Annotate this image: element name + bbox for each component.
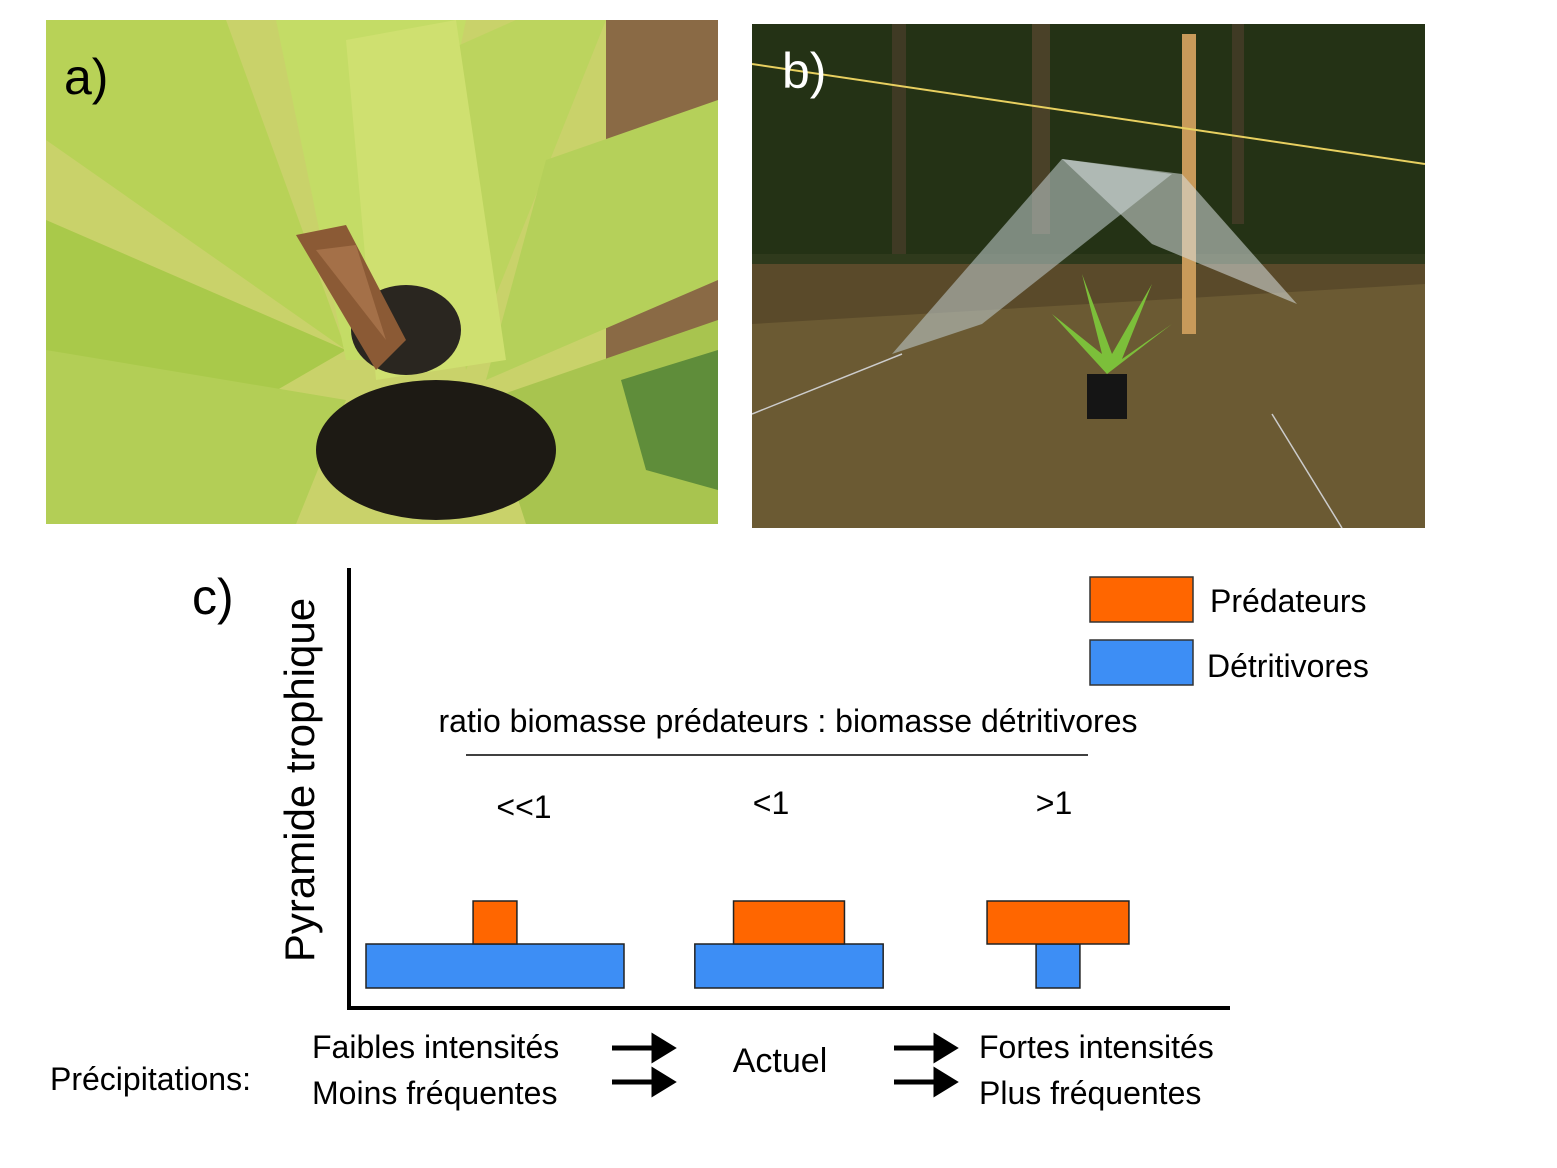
legend-label-predateurs: Prédateurs [1210, 583, 1367, 619]
precip-right-line2: Plus fréquentes [979, 1075, 1201, 1111]
y-axis-label: Pyramide trophique [276, 598, 323, 962]
bar-detritivores-2 [695, 944, 883, 988]
legend-swatch-detritivores [1090, 640, 1193, 685]
bar-predateurs-2 [734, 901, 845, 944]
precipitations-label: Précipitations: [50, 1061, 251, 1097]
pyramid-bars [366, 901, 1129, 988]
trophic-pyramid-diagram: Pyramide trophique Prédateurs Détritivor… [0, 540, 1557, 1168]
ratio-label-3: >1 [1036, 785, 1072, 821]
bar-predateurs-3 [987, 901, 1129, 944]
panel-a-label: a) [64, 52, 108, 102]
legend-swatch-predateurs [1090, 577, 1193, 622]
legend-label-detritivores: Détritivores [1207, 648, 1369, 684]
precip-center: Actuel [733, 1042, 828, 1080]
precip-left-line1: Faibles intensités [312, 1029, 559, 1065]
photo-bromeliad-rosette [46, 20, 718, 524]
bar-predateurs-1 [473, 901, 517, 944]
ratio-title: ratio biomasse prédateurs : biomasse dét… [439, 703, 1138, 739]
bar-detritivores-1 [366, 944, 624, 988]
bar-detritivores-3 [1036, 944, 1080, 988]
arrow-right-icon [894, 1037, 954, 1059]
ratio-label-2: <1 [753, 785, 789, 821]
arrow-right-icon [612, 1037, 672, 1059]
precip-right-line1: Fortes intensités [979, 1029, 1214, 1065]
ratio-label-1: <<1 [496, 789, 551, 825]
precip-left-line2: Moins fréquentes [312, 1075, 557, 1111]
panel-b-label: b) [782, 46, 826, 96]
arrow-right-icon [894, 1071, 954, 1093]
arrow-right-icon [612, 1071, 672, 1093]
photo-rain-shelter [752, 24, 1425, 528]
